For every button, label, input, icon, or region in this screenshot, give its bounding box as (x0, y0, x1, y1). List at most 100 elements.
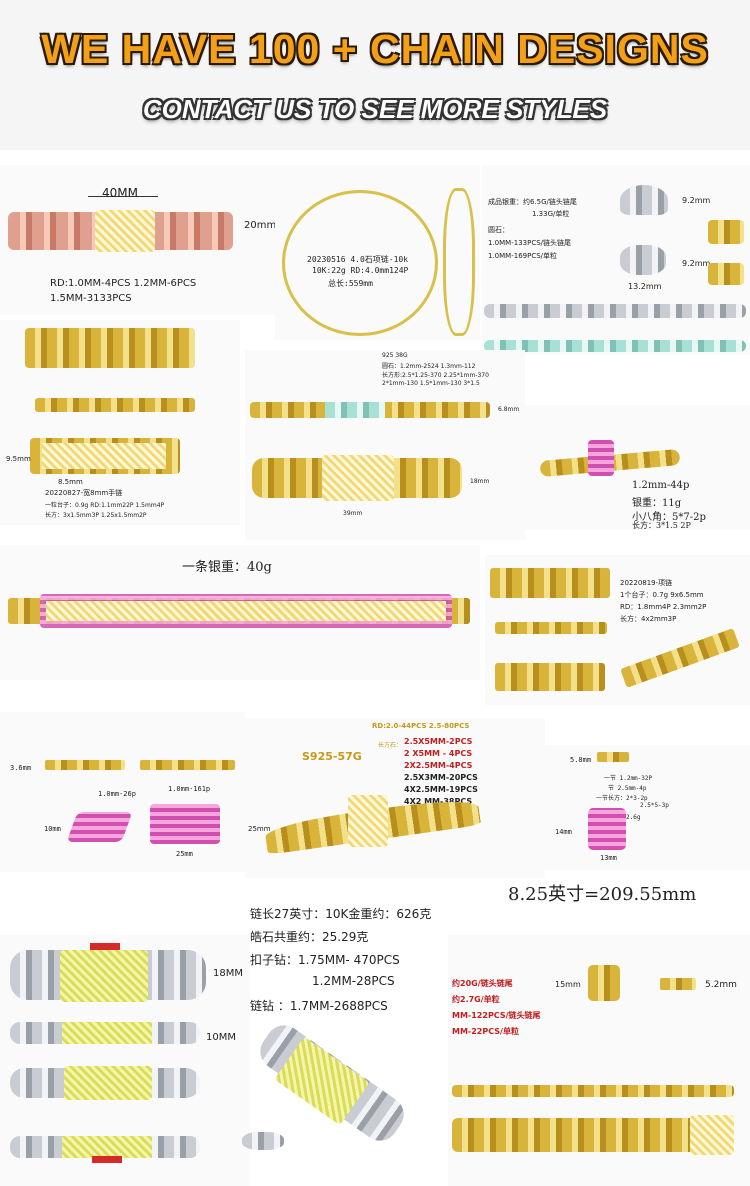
link-image-side (660, 978, 696, 990)
link-image-pink (66, 812, 133, 842)
dimension-label: 9.2mm (682, 259, 711, 268)
dimension-label: 9.5mm (6, 455, 31, 463)
clasp-lock-red (90, 943, 120, 951)
spec-line: 20220827-宽8mm手链 (45, 489, 123, 497)
clasp-pave (322, 455, 394, 501)
bracelet-image-side (35, 398, 195, 412)
dimension-label: 5.2mm (705, 980, 737, 990)
dimension-label: 6.8mm (498, 406, 520, 413)
spec-title: S925-57G (302, 750, 362, 763)
banner-subtitle: CONTACT US TO SEE MORE STYLES (142, 94, 608, 124)
length-label: 8.25英寸=209.55mm (508, 884, 697, 905)
spec-line: 链长27英寸：10K金重约：626克 (250, 907, 432, 921)
chain-image-gold-wide (452, 1118, 734, 1152)
banner-title: WE HAVE 100 + CHAIN DESIGNS (41, 26, 709, 72)
dimension-label: 13.2mm (628, 282, 662, 291)
necklace-ring-image (282, 190, 438, 336)
link-image-silver (620, 245, 666, 275)
spec-line: 1.33G/单粒 (532, 210, 570, 218)
clasp-pave (690, 1115, 734, 1155)
dimension-label: 14mm (555, 828, 572, 836)
weight-label: 一条银重：40g (182, 560, 272, 575)
dimension-label: 39mm (343, 510, 363, 517)
clasp-pave-yellow (60, 950, 148, 1002)
dimension-label: 1.0mm-26p (98, 790, 136, 798)
spec-line: 2X2.5MM-4PCS (404, 761, 473, 770)
dimension-label: 15mm (555, 980, 581, 989)
spec-line: 长方：4x2mm3P (620, 615, 677, 623)
spec-line: 1个台子：0.7g 9x6.5mm (620, 591, 704, 599)
spec-line: 2.5X5MM-2PCS (404, 737, 473, 746)
spec-line: 长方：3x1.5mm3P 1.25x1.5mm2P (45, 512, 147, 519)
clasp-image-gold (708, 263, 744, 285)
clasp-angle-yellow (64, 1066, 152, 1100)
emerald-setting (588, 440, 614, 476)
bracelet-pave (42, 443, 166, 469)
spec-line: 1.2mm-44p (632, 480, 690, 491)
dimension-height: 20mm (244, 220, 277, 231)
chain-image-silver (484, 304, 746, 318)
tennis-baguettes (46, 601, 446, 621)
spec-line: 一节长方：2*3-2p (596, 795, 648, 802)
spec-line: 2.5X3MM-20PCS (404, 773, 478, 782)
bar-image-pink (150, 804, 220, 844)
dimension-label: 3.6mm (10, 764, 32, 772)
chain-image-gold-thin (452, 1085, 734, 1097)
dimension-label: 8.5mm (58, 478, 83, 486)
dimension-label: 18mm (470, 478, 490, 485)
spec-line: 2*1mm-130 1.5*1mm-130 3*1.5 (382, 380, 480, 387)
spec-line: 1.0MM-169PCS/单粒 (488, 252, 558, 260)
spec-line: 皓石共重约：25.29克 (250, 930, 369, 944)
link-image-gold (588, 965, 620, 1001)
spec-line: RD:2.0-44PCS 2.5-80PCS (372, 722, 470, 730)
chain-inlay-mint (325, 402, 385, 418)
necklace-image-side (495, 622, 607, 634)
spec-line: 一粒台子：0.9g RD:1.1mm22P 1.5mm4P (45, 502, 165, 509)
link-image-silver (620, 185, 668, 215)
spec-line: 节 2.5mm-4p (608, 785, 647, 792)
bracelet-image-top (25, 328, 195, 368)
panel-pink-bar-link (0, 712, 245, 872)
spec-line: 成品银重：约6.5G/链头链尾 (488, 198, 577, 206)
dimension-label: 18MM (213, 968, 243, 979)
spec-line: 20230516 4.0石项链-10k (307, 255, 409, 264)
spec-line: MM-22PCS/单粒 (452, 1027, 519, 1036)
dimension-label: 10mm (44, 825, 61, 833)
spec-line: 1.5MM-3133PCS (50, 293, 132, 304)
necklace-side-image (443, 188, 475, 336)
bar-image-side (140, 760, 235, 770)
spec-line: 长方形:2.5*1.25-370 2.25*1mm-370 (382, 372, 489, 379)
bangle-center-stone (348, 795, 388, 847)
chain-image-mint (484, 340, 746, 352)
spec-line: 小八角：5*7-2p (632, 512, 706, 523)
spec-line: 约2.7G/单粒 (452, 995, 500, 1004)
banner-header (0, 0, 750, 150)
spec-line: 2.5*5-3p (640, 802, 669, 809)
dimension-width: 40MM (102, 186, 138, 200)
spec-line: 925 38G (382, 352, 408, 359)
panel-cuban-bar (245, 350, 525, 540)
dimension-label: 25mm (248, 825, 271, 833)
spec-line: 银重：11g (632, 498, 682, 509)
spec-line: 10K:22g RD:4.0mm124P (312, 266, 409, 275)
spec-line: MM-122PCS/链头链尾 (452, 1011, 541, 1020)
dimension-label: 1.0mm-161p (168, 785, 211, 793)
spec-line: 一节 1.2mm-32P (604, 775, 653, 782)
panel-bangle (245, 718, 545, 878)
spec-line: 1.2MM-28PCS (312, 974, 395, 988)
dimension-label: 25mm (176, 850, 193, 858)
clasp-side-yellow (62, 1022, 152, 1044)
necklace-image-top (490, 568, 610, 598)
clasp-lock-red (92, 1156, 122, 1163)
spec-line: 圆石： (488, 226, 509, 234)
dimension-line-width (88, 196, 158, 197)
spec-line: 圆石：1.2mm-2524 1.3mm-112 (382, 363, 476, 370)
spec-line: 20220819-项链 (620, 579, 673, 587)
link-image-small (242, 1132, 284, 1150)
spec-line: 约20G/链头链尾 (452, 979, 513, 988)
spec-line: 链钻 ：1.7MM-2688PCS (250, 999, 388, 1013)
spec-line: 4X2.5MM-19PCS (404, 785, 478, 794)
dimension-label: 10MM (206, 1032, 236, 1043)
spec-label: 长方石： (378, 742, 403, 749)
panel-halo-link (545, 745, 750, 870)
